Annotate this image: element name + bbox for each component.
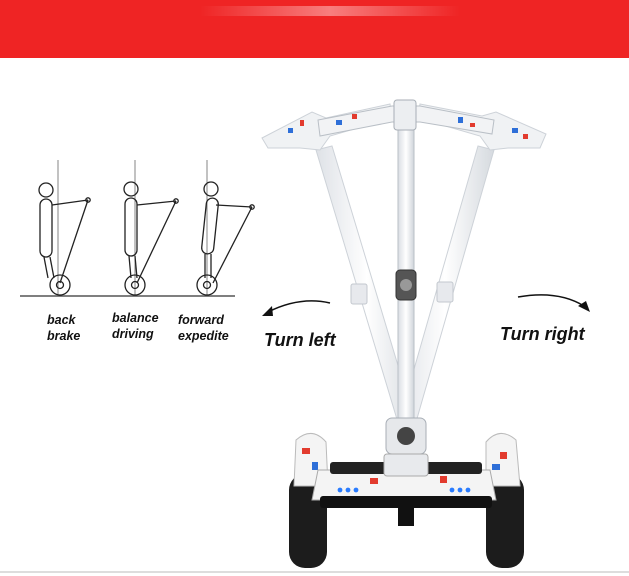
balance-driving-label: balance driving [112, 311, 159, 342]
turn-right-label: Turn right [500, 324, 585, 344]
stick-figure-rider-icon [123, 181, 179, 296]
stick-figure-rider-icon [38, 182, 91, 296]
curved-arrow-left-icon [262, 300, 331, 316]
forward-expedite-line2: expedite [178, 328, 229, 343]
balance-driving-line2: driving [112, 326, 154, 341]
stick-figure-rider-icon [196, 181, 255, 296]
curved-arrow-right-icon [517, 294, 590, 312]
forward-expedite-label: forward expedite [178, 313, 229, 344]
back-brake-line2: brake [47, 328, 81, 343]
banner-highlight [200, 6, 460, 16]
back-brake-line1: back [47, 313, 76, 327]
turn-left-label: Turn left [264, 330, 336, 350]
balance-driving-line1: balance [112, 311, 159, 325]
back-brake-label: back brake [47, 313, 80, 344]
forward-expedite-line1: forward [178, 313, 224, 327]
top-banner [0, 0, 629, 58]
bottom-divider [0, 571, 629, 573]
